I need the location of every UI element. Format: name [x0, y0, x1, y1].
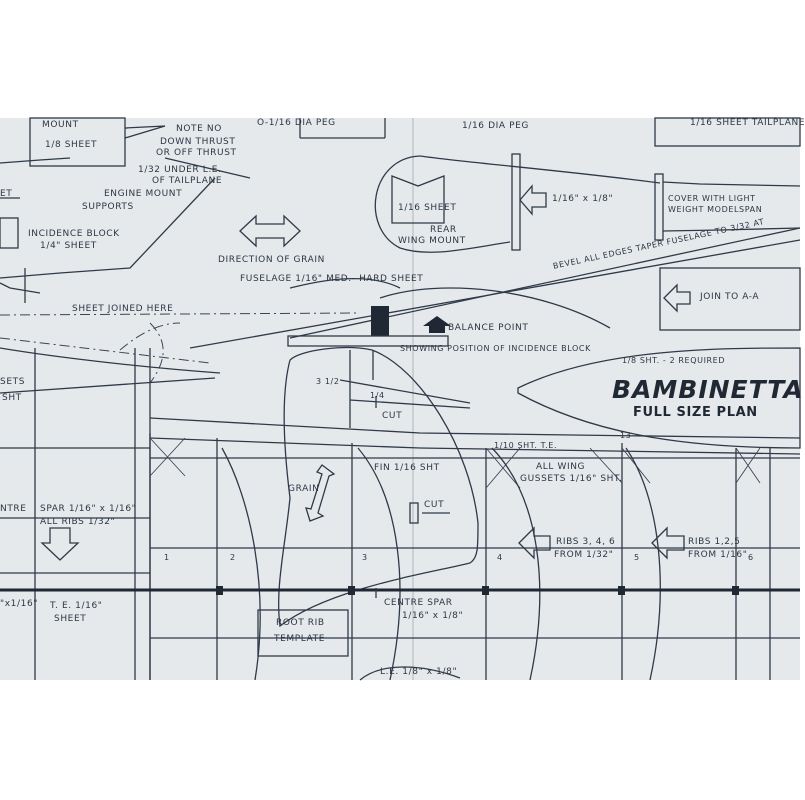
label-off-thrust: OR OFF THRUST — [156, 148, 237, 158]
label-sheet-bottom: SHEET — [54, 614, 87, 624]
wing-mount-loop — [374, 155, 511, 253]
label-from-1-16: FROM 1/16" — [688, 550, 748, 560]
label-sheet-joined: SHEET JOINED HERE — [72, 304, 174, 314]
fin-outline — [278, 346, 479, 628]
label-join: JOIN TO A-A — [700, 292, 760, 302]
label-all-wing: ALL WING — [536, 462, 586, 472]
label-sht-required: 1/8 SHT. - 2 REQUIRED — [622, 356, 726, 365]
label-supports: SUPPORTS — [82, 202, 134, 212]
plan-subtitle: FULL SIZE PLAN — [633, 405, 758, 420]
label-direction-grain: DIRECTION OF GRAIN — [218, 255, 325, 265]
label-under-le: 1/32 UNDER L.E. — [138, 165, 222, 175]
rib-number-4: 4 — [497, 553, 503, 562]
plan-drawing — [0, 117, 801, 681]
arrow-left-ribs-125 — [651, 526, 685, 560]
label-cut-2: CUT — [424, 500, 445, 510]
arrow-left-join — [663, 283, 691, 313]
label-wing-mount: WING MOUNT — [398, 236, 466, 246]
label-ribs-125: RIBS 1,2,5 — [688, 537, 741, 547]
rib-number-2: 2 — [230, 553, 236, 562]
label-centre-spar-size: 1/16" x 1/8" — [402, 611, 464, 621]
plan-sheet: MOUNT 1/8 SHEET NOTE NO DOWN THRUST OR O… — [0, 117, 805, 681]
label-rib-13: 13 — [620, 431, 632, 440]
label-ntre: NTRE — [0, 504, 27, 514]
label-of-tailplane: OF TAILPLANE — [152, 176, 223, 186]
label-all-ribs: ALL RIBS 1/32" — [40, 517, 116, 527]
label-tailplane-sheet: 1/16 SHEET TAILPLANE — [690, 118, 805, 128]
label-template: TEMPLATE — [274, 634, 326, 644]
label-showing-position: SHOWING POSITION OF INCIDENCE BLOCK — [400, 344, 591, 353]
boom-block-1 — [511, 153, 521, 251]
label-boom-size: 1/16" x 1/8" — [552, 194, 614, 204]
label-incidence-block: INCIDENCE BLOCK — [28, 229, 120, 239]
tailplane-outline — [517, 347, 801, 449]
label-te-1-16: T. E. 1/16" — [50, 601, 103, 611]
label-sht: SHT — [2, 393, 22, 403]
wing-te-top — [149, 417, 801, 439]
sheet-joined-line — [0, 312, 361, 316]
rib-number-3: 3 — [362, 553, 368, 562]
arrow-left-ribs-346 — [518, 526, 551, 560]
label-cut-1: CUT — [382, 411, 403, 421]
boom-block-2 — [654, 173, 664, 241]
label-x116: "x1/16" — [0, 599, 39, 609]
label-gussets: GUSSETS 1/16" SHT. — [520, 474, 623, 484]
label-balance-point: BALANCE POINT — [448, 323, 529, 333]
tailplane-top-outline — [654, 117, 801, 147]
arrow-down-spar — [40, 527, 80, 561]
balance-point-arrow — [423, 316, 451, 333]
label-le: L.E. 1/8" x 1/8" — [380, 667, 458, 677]
label-peg-left: O-1/16 DIA PEG — [257, 118, 336, 128]
incidence-block-outline — [0, 217, 19, 249]
label-te-top: 1/10 SHT. T.E. — [494, 441, 558, 450]
rib-number-1: 1 — [164, 553, 170, 562]
label-dim-2: 1/4 — [370, 391, 385, 400]
label-root-rib: ROOT RIB — [276, 618, 325, 628]
mount-wedge — [124, 125, 166, 139]
label-note-no: NOTE NO — [176, 124, 222, 134]
label-engine-mount: ENGINE MOUNT — [104, 189, 183, 199]
label-sheet-1-4: 1/4" SHEET — [40, 241, 97, 251]
label-down-thrust: DOWN THRUST — [160, 137, 236, 147]
grain-double-arrow — [239, 214, 301, 248]
rib-number-5: 5 — [634, 553, 640, 562]
mount-plate — [29, 117, 126, 167]
label-cover: COVER WITH LIGHT — [668, 194, 756, 203]
label-sets: SETS — [0, 377, 26, 387]
grain-diag-arrow — [305, 464, 336, 522]
label-cover-2: WEIGHT MODELSPAN — [668, 205, 763, 214]
label-mount: MOUNT — [42, 120, 79, 130]
label-dim-1: 3 1/2 — [316, 377, 340, 386]
label-centre-spar: CENTRE SPAR — [384, 598, 453, 608]
label-et: ET — [0, 189, 13, 199]
label-fin: FIN 1/16 SHT — [374, 463, 440, 473]
arrow-left-boom — [519, 184, 547, 216]
label-rear: REAR — [430, 225, 457, 235]
label-from-1-32: FROM 1/32" — [554, 550, 614, 560]
hatched-block — [371, 306, 389, 336]
label-peg-mid: 1/16 DIA PEG — [462, 121, 529, 131]
root-rib-template-box — [257, 609, 349, 657]
label-sheet-1-8: 1/8 SHEET — [45, 140, 98, 150]
rib-number-6: 6 — [748, 553, 754, 562]
join-box — [659, 267, 801, 331]
plan-title: BAMBINETTA — [612, 375, 804, 404]
label-fuselage: FUSELAGE 1/16" MED.- HARD SHEET — [240, 274, 424, 284]
label-sheet-1-16: 1/16 SHEET — [398, 203, 457, 213]
label-ribs-346: RIBS 3, 4, 6 — [556, 537, 616, 547]
label-grain: GRAIN — [288, 484, 320, 494]
label-spar: SPAR 1/16" x 1/16" — [40, 504, 137, 514]
